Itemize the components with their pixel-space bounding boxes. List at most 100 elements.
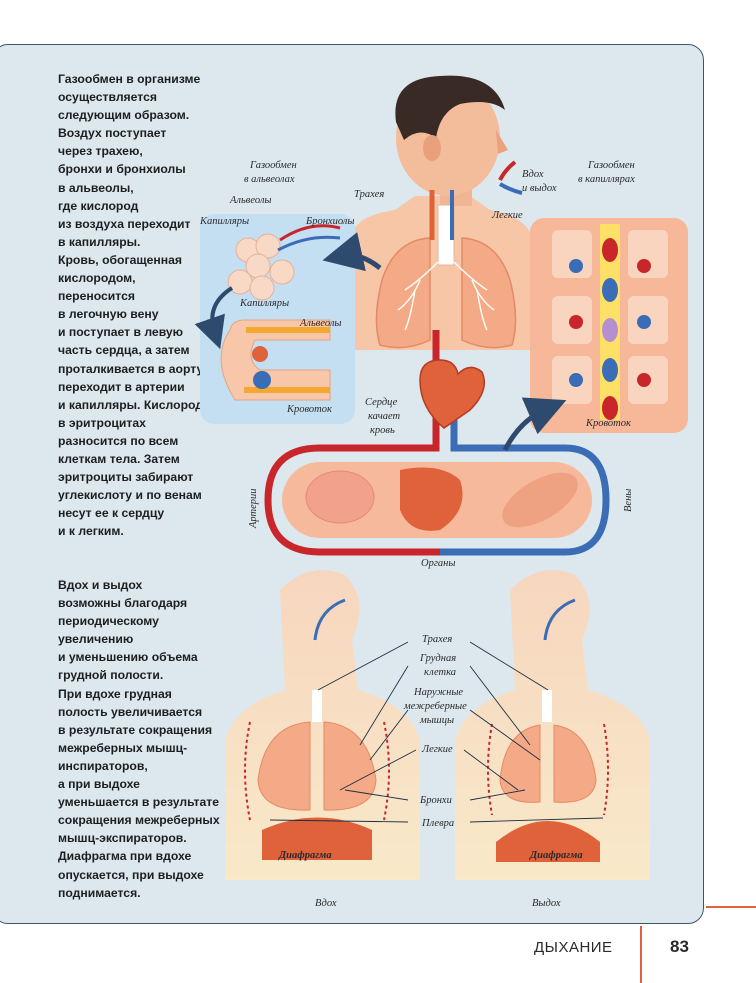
text-line: и поступает в левую <box>58 325 184 340</box>
label-alveoli: Альвеолы <box>229 195 272 206</box>
label-bronchioles: Бронхиолы <box>305 216 355 227</box>
exhale-figure <box>455 570 650 880</box>
text-line: из воздуха переходит <box>58 216 191 231</box>
text-line: переходит в артерии <box>58 379 185 394</box>
text-line: разносится по всем <box>58 433 179 448</box>
muscle-icon <box>502 472 578 528</box>
label-arteries: Артерии <box>248 488 259 529</box>
text-line: бронхи и бронхиолы <box>58 162 186 177</box>
text-line: осуществляется <box>58 90 157 105</box>
footer-rule <box>706 906 756 908</box>
label-heart-2: качает <box>368 411 401 422</box>
label-exhale: Выдох <box>532 898 561 909</box>
label-trachea-2: Трахея <box>422 634 452 645</box>
text-line: Газообмен в организме <box>58 72 201 86</box>
label-veins: Вены <box>623 489 634 512</box>
text-line: мышц-экспираторов. <box>58 831 187 846</box>
text-line: клеткам тела. Затем <box>58 451 180 466</box>
label-heart-1: Сердце <box>365 397 398 408</box>
label-capillary-exchange-2: в капиллярах <box>578 174 635 185</box>
text-line: кислородом, <box>58 271 136 286</box>
text-line: в легочную вену <box>58 307 159 322</box>
label-muscles-2: межреберные <box>403 701 467 712</box>
text-line: часть сердца, а затем <box>58 343 190 358</box>
footer-divider <box>640 926 642 983</box>
label-bloodstream-right: Кровоток <box>585 418 631 429</box>
text-line: переносится <box>58 289 135 304</box>
alveoli-inset <box>194 214 355 424</box>
text-line: где кислород <box>58 198 139 213</box>
text-line: и уменьшению объема <box>58 650 198 665</box>
label-inhale-exhale-2: и выдох <box>522 183 557 194</box>
text-line: через трахею, <box>58 144 143 159</box>
capillaries-inset <box>530 218 688 433</box>
label-inhale: Вдох <box>315 898 337 909</box>
text-line: несут ее к сердцу <box>58 506 165 521</box>
label-pleura: Плевра <box>421 818 454 829</box>
text-line: сокращения межреберных <box>58 813 220 828</box>
label-alveoli-exchange-1: Газообмен <box>249 160 297 171</box>
text-line: инспираторов, <box>58 758 148 773</box>
label-trachea: Трахея <box>354 189 384 200</box>
inhale-figure <box>225 570 420 880</box>
text-line: периодическому <box>58 614 159 629</box>
text-line: в капилляры. <box>58 234 141 249</box>
heart-icon <box>419 359 485 429</box>
text-line: Воздух поступает <box>58 126 167 141</box>
text-line: в альвеолы, <box>58 180 134 195</box>
text-line: в эритроцитах <box>58 415 146 430</box>
label-lungs-2: Легкие <box>421 744 453 755</box>
brain-icon <box>305 470 375 524</box>
section-title: ДЫХАНИЕ <box>534 939 613 956</box>
zoom-arrow-icon <box>194 286 234 350</box>
label-alveoli-2: Альвеолы <box>299 318 342 329</box>
body-text-breathing: Вдох и выдох возможны благодаря периодичес… <box>58 576 258 902</box>
text-line: эритроциты забирают <box>58 470 194 485</box>
circulation-loop <box>264 330 610 556</box>
label-muscles-1: Наружные <box>413 687 463 698</box>
label-capillaries-2: Капилляры <box>239 298 289 309</box>
label-diaphragm-left: Диафрагма <box>278 850 332 861</box>
leader-lines <box>269 641 604 823</box>
label-muscles-3: мышцы <box>419 715 454 726</box>
label-bronchi: Бронхи <box>419 795 452 806</box>
text-line: увеличению <box>58 632 134 647</box>
label-inhale-exhale-1: Вдох <box>522 169 544 180</box>
text-line: уменьшается в результате <box>58 795 220 810</box>
text-line: Кровь, обогащенная <box>58 252 183 267</box>
text-line: в результате сокращения <box>58 722 213 737</box>
text-line: возможны благодаря <box>58 596 188 611</box>
text-line: опускается, при выдохе <box>58 867 204 882</box>
label-organs: Органы <box>421 558 456 569</box>
body-text-gas-exchange: Газообмен в организме осуществляется следу… <box>58 70 258 540</box>
text-line: проталкивается в аорту, <box>58 361 206 376</box>
text-line: а при выдохе <box>58 777 140 792</box>
text-line: следующим образом. <box>58 108 190 123</box>
text-line: и капилляры. Кислород <box>58 397 204 412</box>
text-line: полость увеличивается <box>58 704 203 719</box>
stomach-icon <box>400 467 463 531</box>
text-line: Вдох и выдох <box>58 578 143 592</box>
text-line: межреберных мышц- <box>58 740 188 755</box>
text-line: грудной полости. <box>58 668 164 683</box>
label-lungs: Легкие <box>491 210 523 221</box>
lungs-diagram <box>375 190 517 349</box>
label-chest-1: Грудная <box>419 653 456 664</box>
illustration-labels: Газообмен в альвеолах Газообмен в капилл… <box>199 160 635 909</box>
label-diaphragm-right: Диафрагма <box>529 850 583 861</box>
label-capillary-exchange-1: Газообмен <box>587 160 635 171</box>
text-line: Диафрагма при вдохе <box>58 849 192 864</box>
label-capillaries: Капилляры <box>199 216 249 227</box>
text-line: При вдохе грудная <box>58 686 172 701</box>
inhale-arrow-icon <box>498 160 517 181</box>
text-line: поднимается. <box>58 885 141 900</box>
label-heart-3: кровь <box>370 425 395 436</box>
exhale-arrow-icon <box>498 182 523 195</box>
label-chest-2: клетка <box>424 667 456 678</box>
pointer-arrow-icon <box>322 232 382 272</box>
text-line: и к легким. <box>58 524 124 539</box>
label-bloodstream: Кровоток <box>286 404 332 415</box>
text-line: углекислоту и по венам <box>58 488 202 503</box>
page-number: 83 <box>670 937 689 956</box>
